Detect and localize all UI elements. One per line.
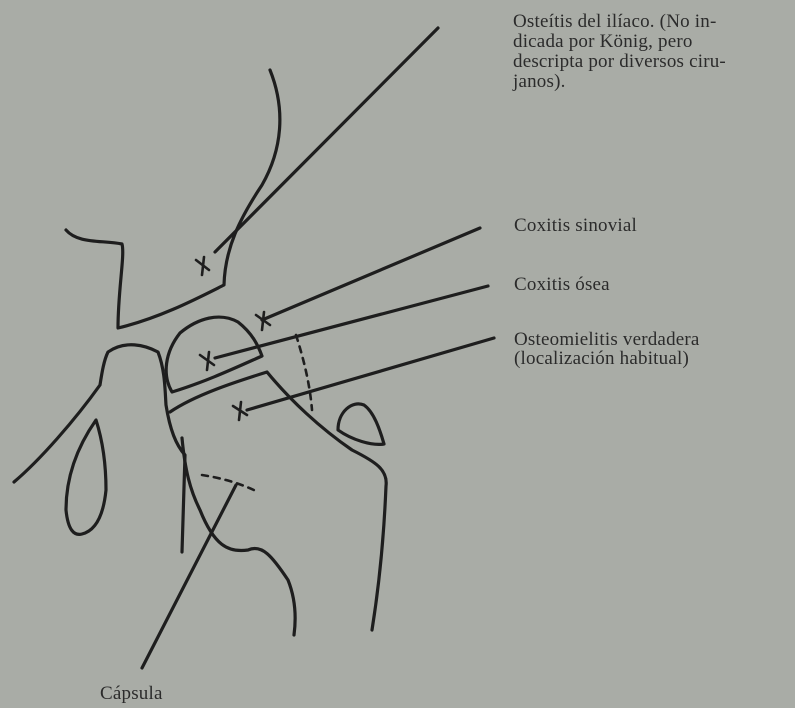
- capsule-dashed-line-lower: [202, 475, 258, 492]
- marker-coxitis-osea: [200, 352, 214, 370]
- pointer-osteitis: [215, 28, 438, 252]
- capsule-dashed-line: [296, 335, 312, 410]
- pointer-coxitis-sinovial: [262, 228, 480, 320]
- trochanter-outline: [338, 404, 384, 445]
- pointer-coxitis-osea: [215, 286, 488, 358]
- osteitis-label: Osteítis del ilíaco. (No in- dicada por …: [513, 12, 791, 92]
- coxitis-sinovial-label: Coxitis sinovial: [514, 216, 637, 236]
- femur-outline: [170, 372, 386, 630]
- femoral-head-outline: [166, 317, 262, 392]
- osteomielitis-label: Osteomielitis verdadera (localización ha…: [514, 330, 700, 368]
- marker-coxitis-sinovial: [256, 312, 270, 330]
- pointer-osteomielitis: [247, 338, 494, 410]
- marker-osteitis: [196, 257, 209, 275]
- marker-osteomielitis: [233, 402, 247, 420]
- femur-medial-outline: [182, 438, 295, 635]
- obturator-foramen-outline: [66, 420, 106, 534]
- pointer-capsula: [142, 485, 236, 668]
- iliac-bone-outline: [66, 70, 280, 328]
- capsula-label: Cápsula: [100, 684, 163, 704]
- coxitis-osea-label: Coxitis ósea: [514, 275, 610, 295]
